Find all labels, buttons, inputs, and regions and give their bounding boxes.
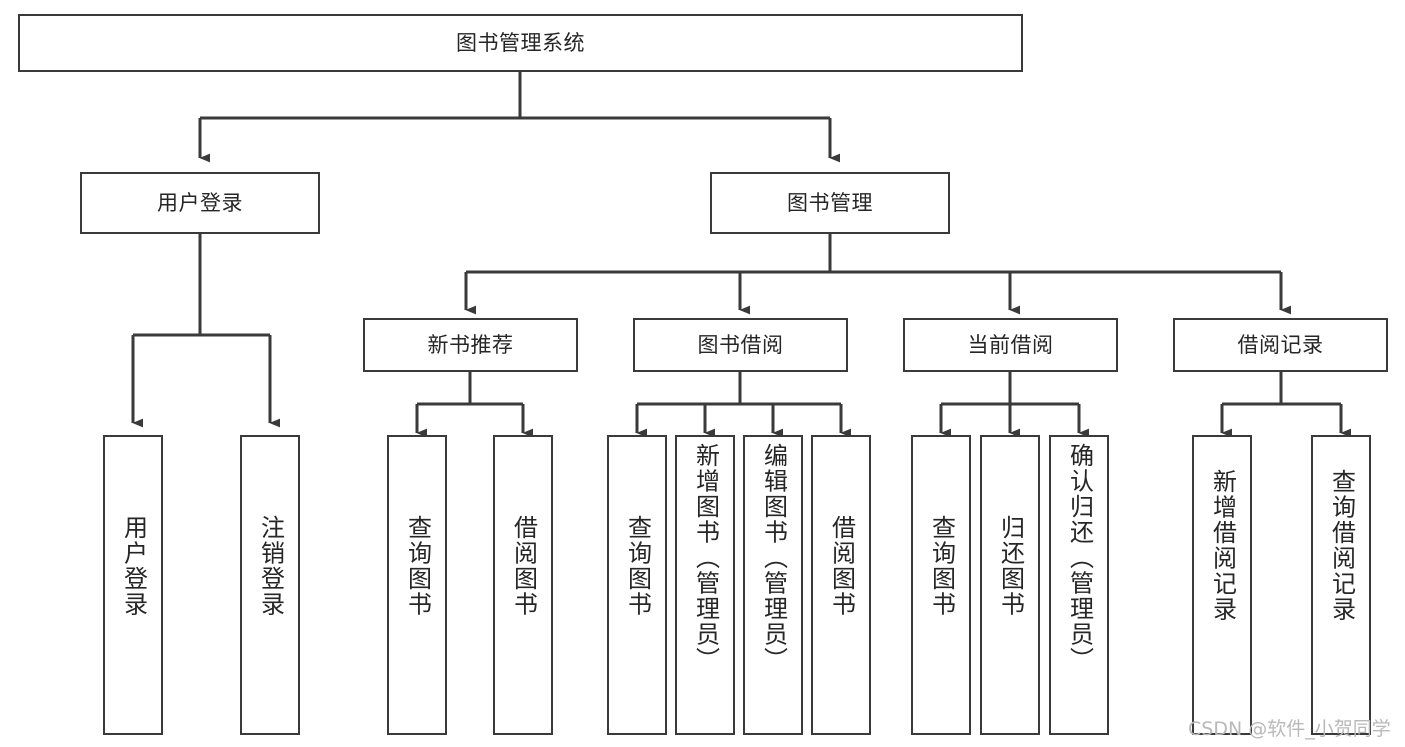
node-label: 新增借阅记录 [1208,469,1237,622]
node-label: 归还图书 [996,515,1025,617]
node-label: 确认归还（管理员） [1065,443,1094,673]
node-leaf-add-book-admin[interactable]: 新增图书（管理员） [675,435,735,735]
node-new-book-recommend[interactable]: 新书推荐 [363,318,578,372]
node-book-borrow[interactable]: 图书借阅 [633,318,848,372]
node-leaf-borrow-book-recommend[interactable]: 借阅图书 [493,435,553,735]
node-label: 查询图书 [403,515,432,617]
node-label: 借阅记录 [1237,332,1324,357]
node-label: 图书管理系统 [456,30,585,55]
node-leaf-user-login[interactable]: 用户登录 [103,435,163,735]
node-current-borrow[interactable]: 当前借阅 [903,318,1118,372]
node-leaf-borrow-book[interactable]: 借阅图书 [811,435,871,735]
node-label: 图书借阅 [697,332,784,357]
node-leaf-query-book-recommend[interactable]: 查询图书 [387,435,447,735]
node-label: 用户登录 [157,190,243,215]
node-label: 编辑图书（管理员） [759,443,788,673]
node-label: 查询借阅记录 [1327,469,1356,622]
node-label: 注销登录 [256,515,285,617]
node-leaf-return-book[interactable]: 归还图书 [980,435,1040,735]
watermark-text: CSDN @软件_小贺同学 [1188,718,1391,740]
node-leaf-query-book-current[interactable]: 查询图书 [911,435,971,735]
node-label: 新增图书（管理员） [691,443,720,673]
node-book-management[interactable]: 图书管理 [710,172,950,234]
node-leaf-logout[interactable]: 注销登录 [240,435,300,735]
node-label: 查询图书 [623,515,652,617]
node-leaf-add-borrow-record[interactable]: 新增借阅记录 [1192,435,1252,735]
node-label: 查询图书 [927,515,956,617]
node-label: 图书管理 [787,190,873,215]
node-label: 借阅图书 [827,515,856,617]
node-leaf-query-book-borrow[interactable]: 查询图书 [607,435,667,735]
node-leaf-edit-book-admin[interactable]: 编辑图书（管理员） [743,435,803,735]
node-root-system[interactable]: 图书管理系统 [18,14,1023,72]
node-label: 当前借阅 [967,332,1054,357]
node-label: 借阅图书 [509,515,538,617]
node-borrow-record[interactable]: 借阅记录 [1173,318,1388,372]
node-leaf-confirm-return-admin[interactable]: 确认归还（管理员） [1049,435,1109,735]
node-label: 用户登录 [119,515,148,617]
node-label: 新书推荐 [427,332,514,357]
node-leaf-query-borrow-record[interactable]: 查询借阅记录 [1311,435,1371,735]
node-user-login[interactable]: 用户登录 [80,172,320,234]
